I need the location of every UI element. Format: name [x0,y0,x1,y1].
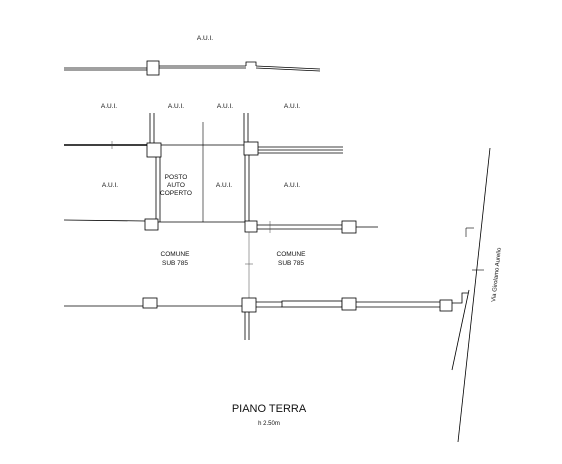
pillar [144,218,159,231]
comune-label: COMUNE [277,251,307,258]
pillar [146,142,162,158]
lower-wall [64,292,468,340]
street-edge [451,147,491,443]
pillar [146,60,160,76]
street-name-label: Via Girolamo Aurelio [491,247,503,303]
room-label-aui: A.U.I. [216,182,232,189]
posto-auto-label: COPERTO [160,190,192,197]
posto-auto-label: POSTO [165,174,188,181]
top-wall [64,60,321,76]
pillar [341,297,357,311]
comune-label: SUB 785 [278,260,304,267]
pillar [241,297,257,313]
pillar [244,220,258,233]
pillar [341,220,357,234]
pillar [439,299,453,312]
pillar [142,297,158,309]
posto-auto-bay [155,122,250,222]
comune-label: COMUNE [161,251,191,258]
room-label-aui: A.U.I. [284,182,300,189]
room-label-aui: A.U.I. [102,182,118,189]
posto-auto-label: AUTO [167,182,185,189]
middle-wall [63,218,378,298]
floor-height: h 2.50m [258,421,280,427]
comune-label: SUB 785 [162,260,188,267]
upper-wall [64,113,343,158]
floor-title: PIANO TERRA [232,403,307,415]
room-label-aui: A.U.I. [101,103,117,110]
room-label-aui: A.U.I. [284,103,300,110]
pillar [243,141,259,156]
room-label-aui: A.U.I. [217,103,233,110]
room-label-aui-top: A.U.I. [197,35,213,42]
room-label-aui: A.U.I. [168,103,184,110]
